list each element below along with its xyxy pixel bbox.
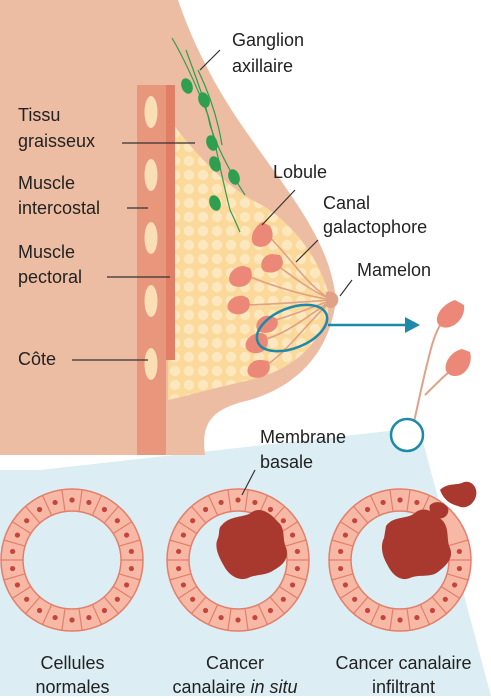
label-muscle-inter-line2: intercostal (18, 196, 100, 220)
cell-nucleus (457, 549, 462, 554)
rib-column (137, 85, 166, 455)
caption-normal-line1: Cellules (0, 651, 145, 675)
caption-insitu: Cancer canalaire in situ (150, 651, 320, 699)
cell-nucleus (176, 566, 181, 571)
cell-nucleus (102, 507, 107, 512)
cell-nucleus (10, 566, 15, 571)
label-tissu-line1: Tissu (18, 103, 60, 127)
cell-nucleus (414, 615, 419, 620)
cell-nucleus (52, 615, 57, 620)
cell-nucleus (430, 608, 435, 613)
cell-nucleus (203, 608, 208, 613)
cell-nucleus (24, 597, 29, 602)
cell-nucleus (380, 500, 385, 505)
cell-nucleus (443, 597, 448, 602)
cell-nucleus (115, 518, 120, 523)
cell-nucleus (86, 500, 91, 505)
label-canal-line1: Canal (323, 191, 370, 215)
caption-insitu-line2-italic: in situ (251, 677, 298, 697)
label-muscle-inter-line1: Muscle (18, 171, 75, 195)
cell-nucleus (181, 532, 186, 537)
cell-nucleus (69, 617, 74, 622)
cell-nucleus (218, 615, 223, 620)
label-tissu-line2: graisseux (18, 129, 95, 153)
cell-nucleus (124, 532, 129, 537)
label-membrane-line2: basale (260, 450, 313, 474)
pectoral-muscle (166, 85, 175, 360)
label-canal-line2: galactophore (323, 215, 427, 239)
cell-nucleus (352, 518, 357, 523)
cell-nucleus (452, 582, 457, 587)
cell-nucleus (338, 549, 343, 554)
caption-normal: Cellules normales (0, 651, 145, 699)
nipple (326, 292, 338, 308)
cell-nucleus (190, 597, 195, 602)
cell-nucleus (343, 532, 348, 537)
cell-nucleus (352, 597, 357, 602)
cell-nucleus (69, 497, 74, 502)
cell-nucleus (190, 518, 195, 523)
cell-nucleus (176, 549, 181, 554)
cell-nucleus (365, 507, 370, 512)
cell-nucleus (397, 617, 402, 622)
cell-nucleus (380, 615, 385, 620)
label-ganglion-line1: Ganglion (232, 28, 304, 52)
caption-infiltrant-line1: Cancer canalaire (316, 651, 491, 675)
zoom-arrow-head (405, 317, 420, 333)
label-membrane-line1: Membrane (260, 425, 346, 449)
cell-nucleus (115, 597, 120, 602)
cell-nucleus (252, 615, 257, 620)
cell-nucleus (15, 532, 20, 537)
cell-nucleus (37, 507, 42, 512)
cell-nucleus (281, 518, 286, 523)
caption-insitu-line2-prefix: canalaire (172, 677, 250, 697)
caption-insitu-line2: canalaire in situ (150, 675, 320, 699)
cell-nucleus (295, 566, 300, 571)
cell-nucleus (218, 500, 223, 505)
cell-nucleus (252, 500, 257, 505)
cell-nucleus (290, 532, 295, 537)
cell-nucleus (10, 549, 15, 554)
cell-nucleus (457, 566, 462, 571)
label-ganglion-line2: axillaire (232, 54, 293, 78)
caption-normal-line2: normales (0, 675, 145, 699)
cell-nucleus (268, 608, 273, 613)
cell-nucleus (295, 549, 300, 554)
caption-infiltrant: Cancer canalaire infiltrant (316, 651, 491, 699)
label-mamelon: Mamelon (357, 258, 431, 282)
label-cote: Côte (18, 347, 56, 371)
cell-nucleus (414, 500, 419, 505)
cell-nucleus (343, 582, 348, 587)
cell-nucleus (235, 497, 240, 502)
cell-nucleus (181, 582, 186, 587)
duct-zoom-circle (391, 419, 423, 451)
cell-nucleus (290, 582, 295, 587)
cell-nucleus (268, 507, 273, 512)
cell-nucleus (338, 566, 343, 571)
cell-nucleus (37, 608, 42, 613)
cell-nucleus (129, 549, 134, 554)
label-muscle-pect-line1: Muscle (18, 240, 75, 264)
cell-nucleus (203, 507, 208, 512)
caption-infiltrant-line2: infiltrant (316, 675, 491, 699)
caption-insitu-line1: Cancer (150, 651, 320, 675)
cell-nucleus (24, 518, 29, 523)
cell-nucleus (52, 500, 57, 505)
cell-nucleus (365, 608, 370, 613)
label-lobule: Lobule (273, 160, 327, 184)
cell-nucleus (86, 615, 91, 620)
cell-nucleus (15, 582, 20, 587)
cell-nucleus (281, 597, 286, 602)
label-muscle-pect-line2: pectoral (18, 265, 82, 289)
cell-nucleus (102, 608, 107, 613)
cell-nucleus (129, 566, 134, 571)
cell-nucleus (235, 617, 240, 622)
enlarged-duct (414, 300, 471, 422)
cell-nucleus (397, 497, 402, 502)
cell-nucleus (124, 582, 129, 587)
